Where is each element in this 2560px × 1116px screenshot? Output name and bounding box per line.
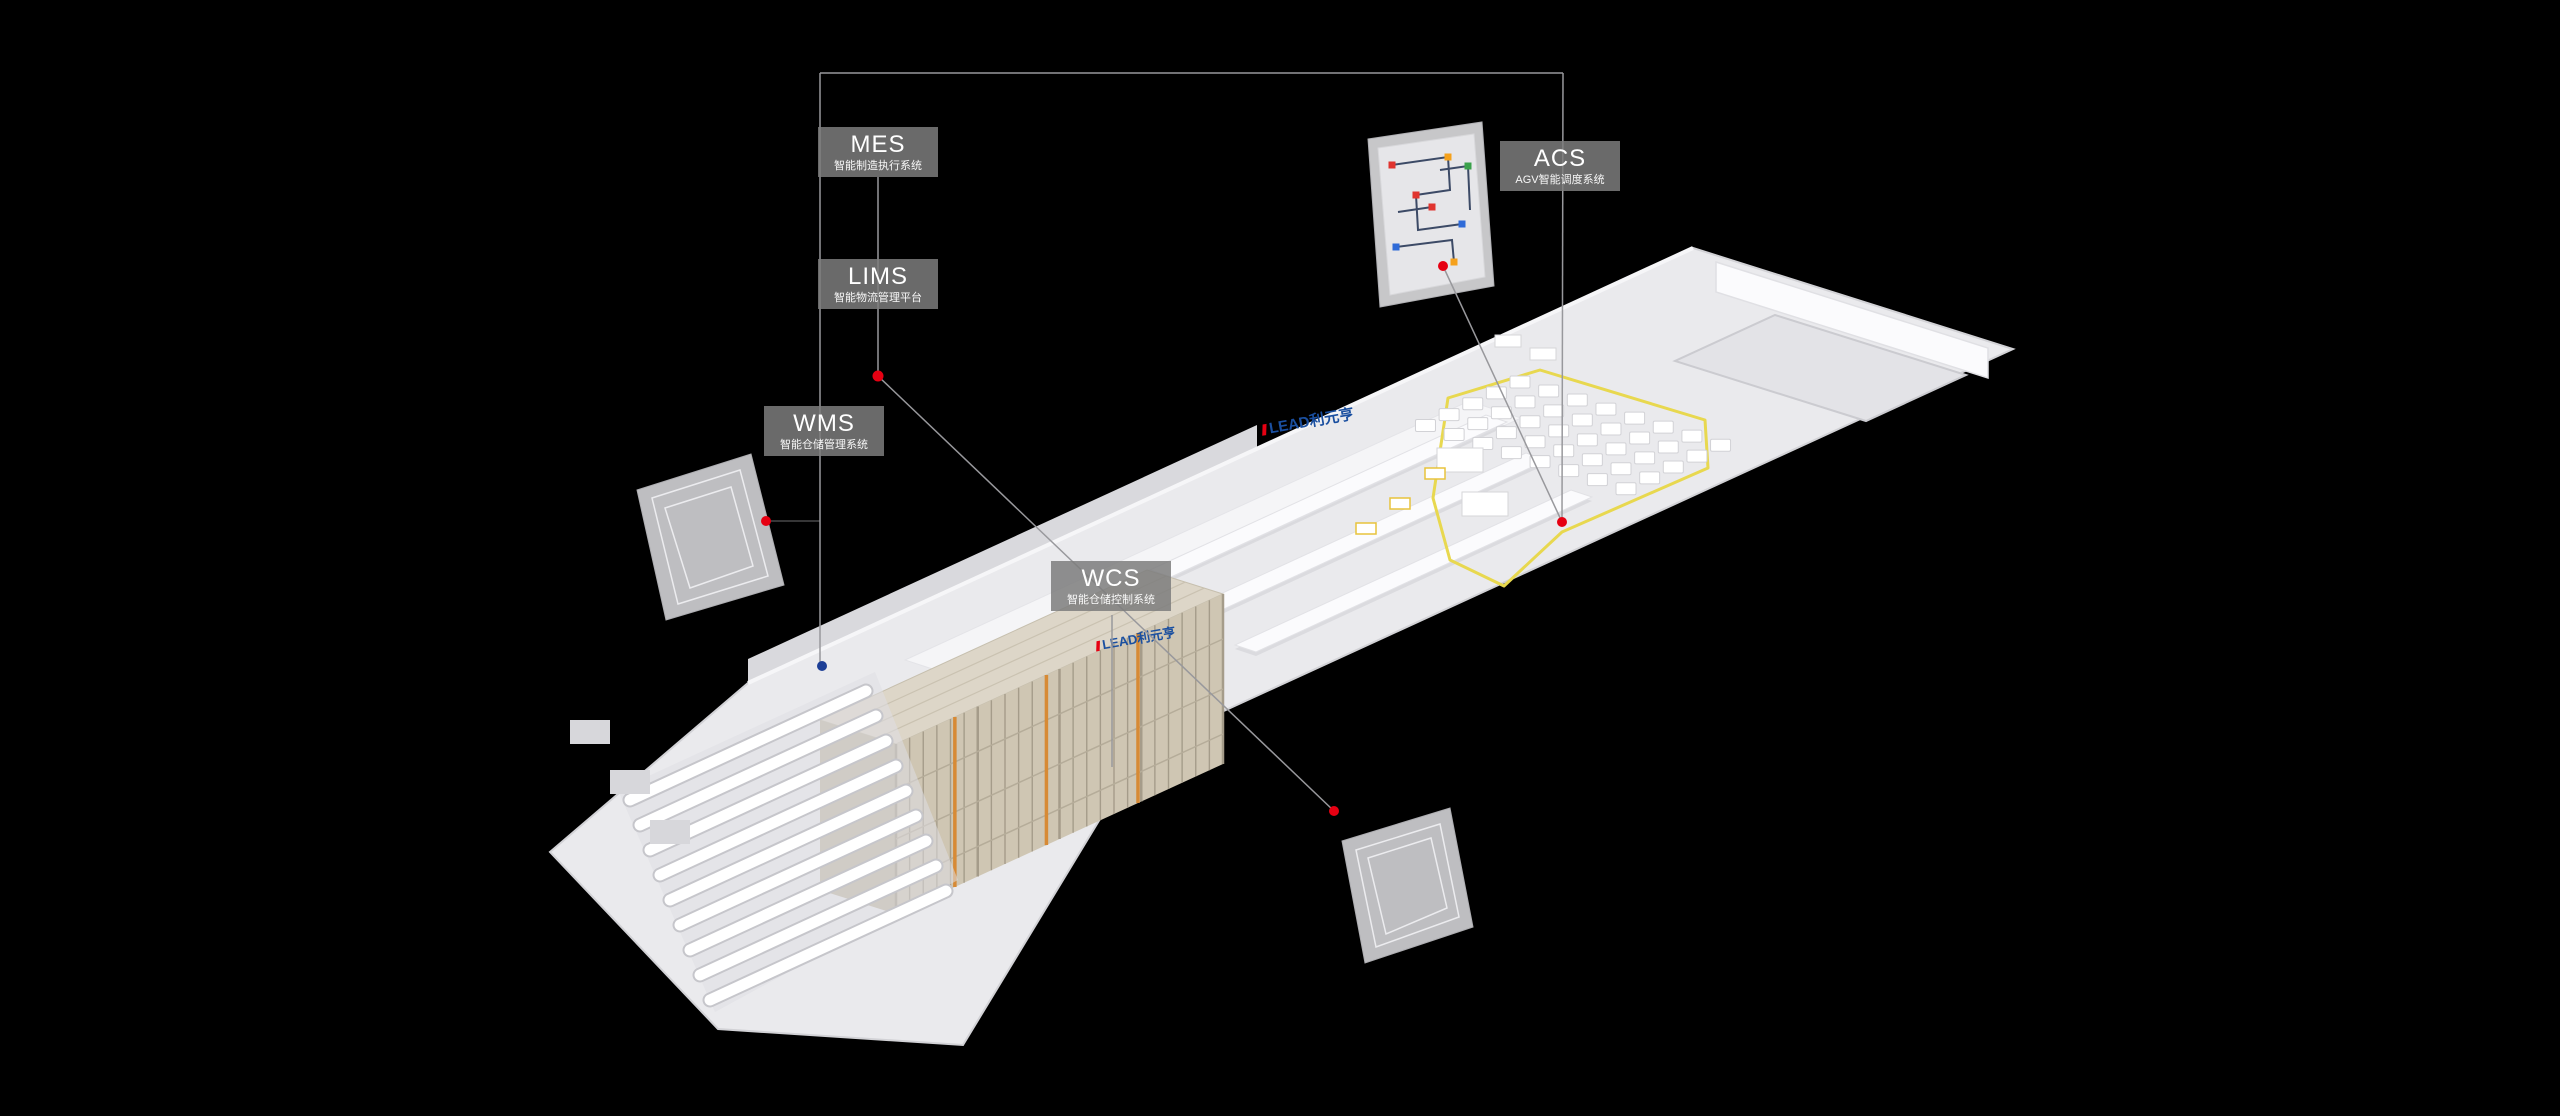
machine-block (1494, 334, 1522, 348)
agv-units (1355, 467, 1446, 535)
agv-path-outline (1431, 368, 1710, 588)
apron-pad (570, 720, 610, 744)
node-dot-monitor-screen (1329, 806, 1339, 816)
apron-pad (650, 820, 690, 844)
agv-unit (1424, 467, 1446, 480)
label-acs[interactable]: ACS AGV智能调度系统 (1500, 141, 1620, 191)
node-dot-acs-floor (1557, 517, 1567, 527)
wms-screen-panel (636, 453, 785, 621)
label-mes-title: MES (850, 131, 906, 158)
factory-illustration: LEAD利元亨 LEAD利元亨 (548, 246, 2016, 1047)
machine-block (1461, 491, 1509, 517)
label-lims-subtitle: 智能物流管理平台 (834, 292, 922, 304)
conveyor-rollers (622, 683, 954, 1008)
label-acs-subtitle: AGV智能调度系统 (1515, 174, 1605, 186)
connection-dots (761, 261, 1567, 816)
label-wcs-subtitle: 智能仓储控制系统 (1067, 594, 1155, 606)
label-mes-subtitle: 智能制造执行系统 (834, 160, 922, 172)
apron-pads (570, 720, 690, 844)
label-wms-title: WMS (793, 410, 855, 437)
connector-line (1442, 265, 1563, 523)
dock-building (1715, 260, 1989, 380)
machine-block (1529, 347, 1557, 361)
label-wms[interactable]: WMS 智能仓储管理系统 (764, 406, 884, 456)
label-wcs-title: WCS (1081, 565, 1141, 592)
acs-map-panel (1367, 121, 1495, 308)
agv-unit (1355, 522, 1377, 535)
label-acs-title: ACS (1533, 145, 1587, 172)
node-dot-wms-screen (761, 516, 771, 526)
label-lims-title: LIMS (847, 263, 908, 290)
label-lims[interactable]: LIMS 智能物流管理平台 (818, 259, 938, 309)
node-dot-wms-floor (817, 661, 827, 671)
agv-route-map (1388, 153, 1472, 266)
factory-back-wall (748, 425, 1257, 683)
storage-recess (1672, 313, 1969, 423)
node-dot-acs-screen (1438, 261, 1448, 271)
label-wms-subtitle: 智能仓储管理系统 (780, 439, 868, 451)
apron-pad (610, 770, 650, 794)
label-mes[interactable]: MES 智能制造执行系统 (818, 127, 938, 177)
production-buildings (1148, 414, 1594, 656)
factory-back-rim (747, 246, 1694, 685)
agv-unit (1389, 497, 1411, 510)
equipment-grid (1414, 375, 1732, 496)
production-building (1233, 489, 1594, 653)
label-wcs[interactable]: WCS 智能仓储控制系统 (1051, 561, 1171, 611)
node-dot-junction (872, 370, 884, 382)
monitor-screen-panel (1341, 807, 1474, 964)
